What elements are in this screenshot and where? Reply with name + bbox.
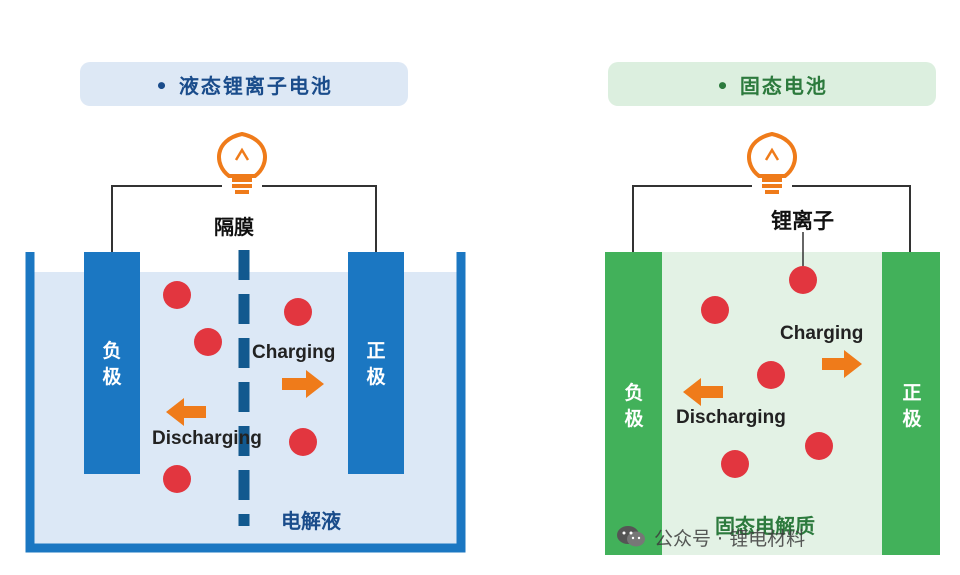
lithium-ion: [163, 281, 191, 309]
solid-wire: [632, 185, 911, 252]
lithium-ion: [805, 432, 833, 460]
liquid-battery: [25, 131, 466, 553]
liquid-container: [25, 252, 466, 553]
lightbulb-icon: [747, 131, 797, 194]
lithium-ion: [721, 450, 749, 478]
solid-discharging-arrow: [683, 378, 723, 406]
solid-anode: [605, 252, 662, 555]
liquid-charging-arrow: [282, 370, 324, 398]
lithium-ion-label: 锂离子: [771, 208, 834, 233]
solid-charging-arrow: [822, 350, 862, 378]
solid-battery-title: • 固态电池: [608, 62, 936, 106]
lithium-ion: [163, 465, 191, 493]
liquid-discharging-arrow: [166, 398, 206, 426]
liquid-discharging-label: Discharging: [152, 428, 262, 449]
watermark-text: 公众号 · 锂电材料: [654, 527, 806, 550]
liquid-anode-label: 负 极: [102, 340, 122, 388]
lithium-ion: [289, 428, 317, 456]
solid-anode-label: 负 极: [624, 382, 644, 430]
liquid-cathode-label: 正 极: [366, 340, 386, 388]
liquid-cathode: [348, 252, 404, 474]
solid-electrolyte-label: 固态电解质: [715, 514, 815, 538]
liquid-battery-title: • 液态锂离子电池: [80, 62, 408, 106]
lithium-ion: [284, 298, 312, 326]
liquid-charging-label: Charging: [252, 342, 336, 363]
lithium-ion: [701, 296, 729, 324]
solid-battery: [605, 131, 940, 555]
solid-cathode-label: 正 极: [902, 382, 922, 430]
lithium-ion: [789, 266, 817, 294]
liquid-anode: [84, 252, 140, 474]
solid-discharging-label: Discharging: [676, 407, 786, 428]
wechat-icon: [617, 526, 645, 547]
separator-label: 隔膜: [214, 215, 254, 239]
solid-cathode: [882, 252, 940, 555]
lithium-ion: [194, 328, 222, 356]
solid-charging-label: Charging: [780, 323, 864, 344]
lightbulb-icon: [217, 131, 267, 194]
lithium-ion: [757, 361, 785, 389]
liquid-wire: [111, 185, 377, 252]
electrolyte-label: 电解液: [281, 509, 341, 533]
watermark: 公众号 · 锂电材料: [616, 520, 805, 554]
